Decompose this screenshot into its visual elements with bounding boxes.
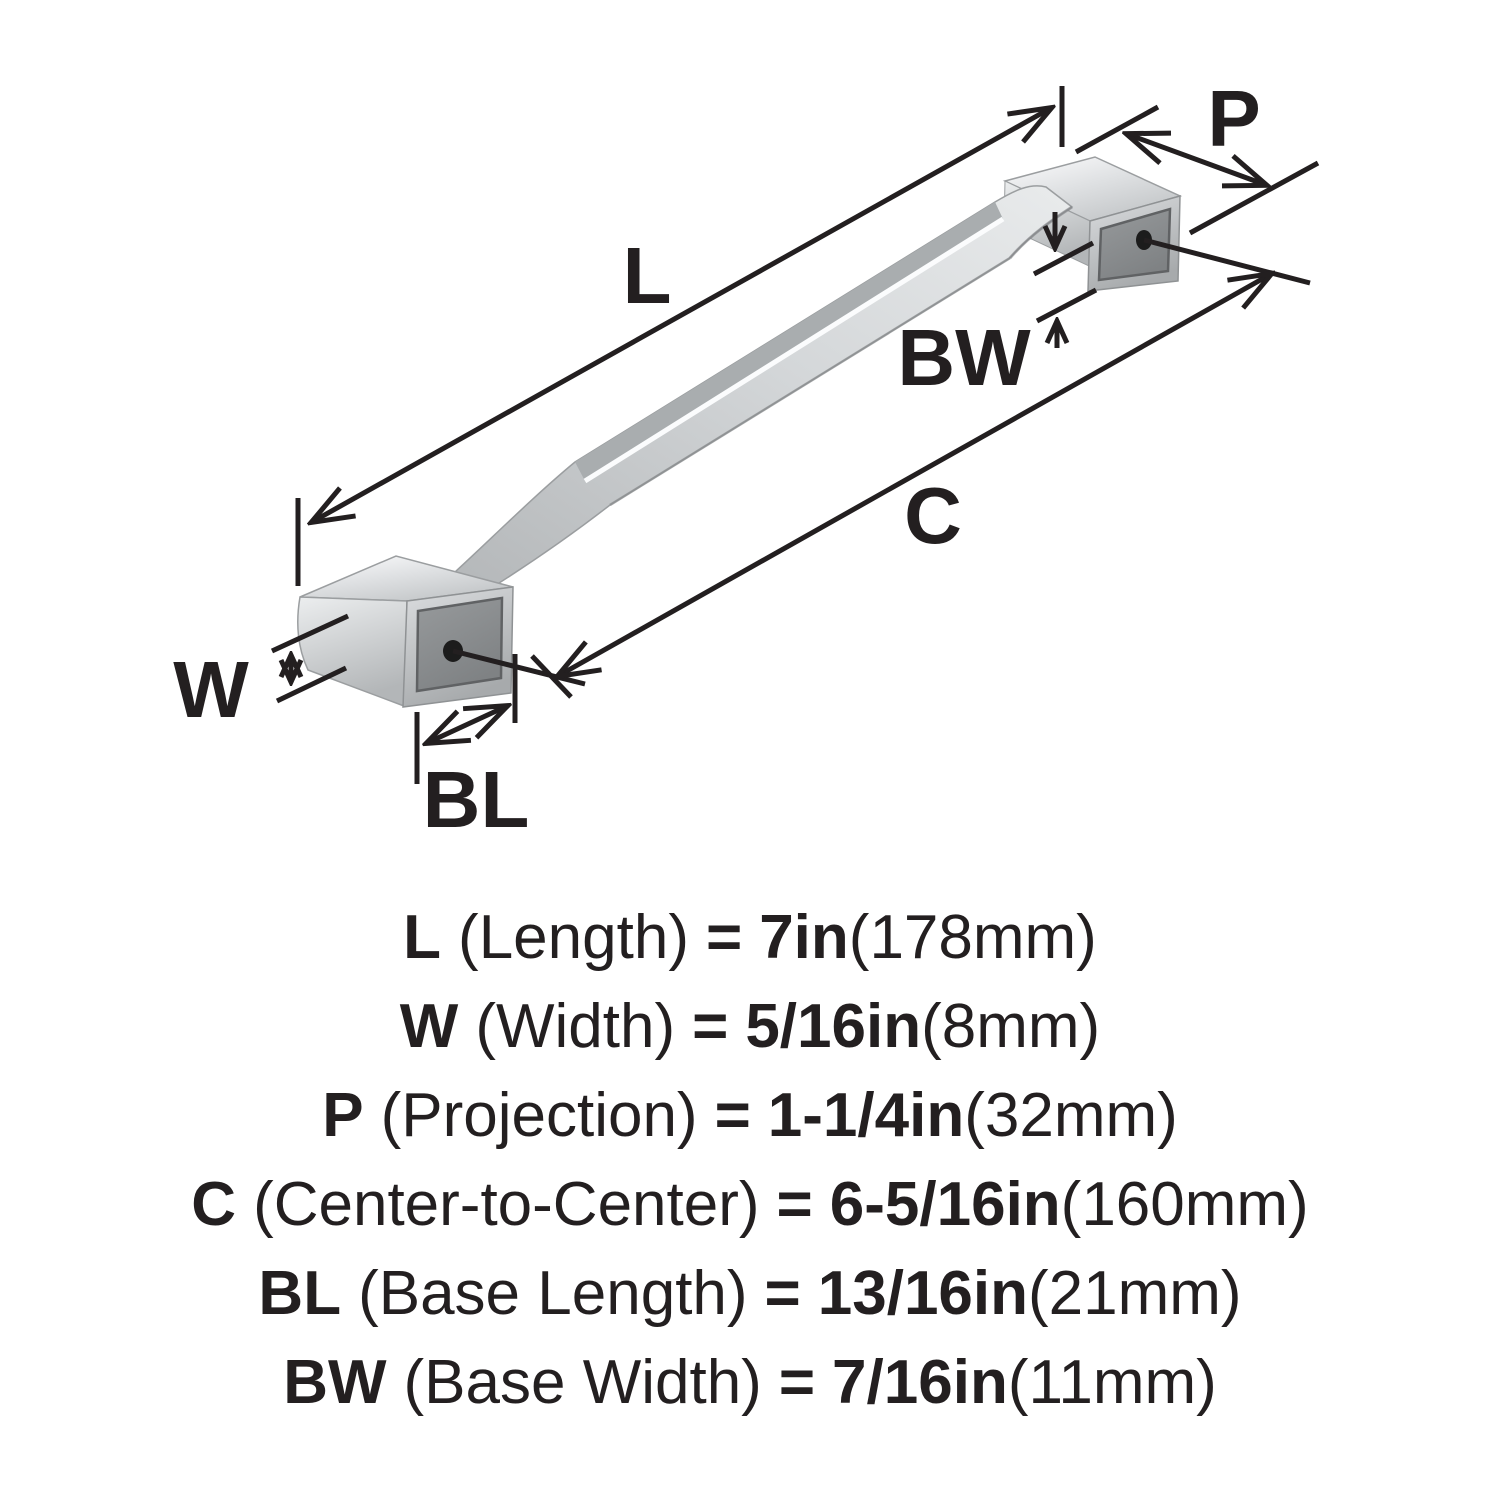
dimension-C — [452, 237, 1311, 699]
W-tick-top — [270, 613, 350, 654]
dim-value-imperial: 1-1/4in — [767, 1081, 965, 1150]
dim-symbol: C — [191, 1170, 237, 1239]
dim-value-metric: (160mm) — [1060, 1170, 1309, 1239]
dimension-BW — [1032, 212, 1098, 348]
equals-sign: = — [692, 992, 729, 1061]
label-L: L — [623, 231, 672, 320]
dim-value-imperial: 6-5/16in — [829, 1170, 1061, 1239]
equals-sign: = — [764, 1259, 801, 1328]
dim-name: (Width) — [475, 992, 676, 1061]
dim-value-metric: (8mm) — [921, 992, 1101, 1061]
dim-symbol: W — [399, 992, 459, 1061]
dim-name: (Base Length) — [358, 1259, 748, 1328]
BW-tick-top — [1032, 240, 1095, 277]
dim-name: (Projection) — [380, 1081, 698, 1150]
label-P: P — [1207, 74, 1260, 163]
C-leader-right-hole — [1143, 237, 1311, 286]
W-tick-bottom — [275, 665, 348, 704]
BW-tick-bottom — [1035, 287, 1098, 324]
handle-left-base — [297, 555, 514, 708]
P-extension-left — [1074, 104, 1160, 155]
spec-line-base-width: BW (Base Width) = 7/16in (11mm) — [283, 1338, 1217, 1427]
dim-value-metric: (11mm) — [1007, 1348, 1217, 1417]
dim-value-metric: (32mm) — [964, 1081, 1178, 1150]
dim-value-metric: (178mm) — [848, 903, 1097, 972]
dimension-W — [270, 613, 350, 704]
dim-value-imperial: 13/16in — [817, 1259, 1029, 1328]
spec-line-length: L (Length) = 7in (178mm) — [403, 893, 1097, 982]
dim-value-imperial: 7in — [759, 903, 849, 972]
dim-symbol: P — [322, 1081, 364, 1150]
label-W: W — [173, 645, 249, 734]
dim-symbol: BW — [283, 1348, 387, 1417]
dim-name: (Center-to-Center) — [253, 1170, 760, 1239]
handle-illustration — [297, 156, 1183, 708]
label-BL: BL — [423, 755, 530, 844]
dim-symbol: L — [403, 903, 442, 972]
spec-line-projection: P (Projection) = 1-1/4in (32mm) — [322, 1071, 1178, 1160]
BL-dimension-line — [427, 706, 507, 743]
C-dimension-line — [558, 274, 1271, 676]
spec-line-width: W (Width) = 5/16in (8mm) — [400, 982, 1100, 1071]
dimension-spec-list: L (Length) = 7in (178mm) W (Width) = 5/1… — [0, 893, 1500, 1427]
handle-diagram-canvas: L P BW C W BL — [173, 74, 1320, 844]
dim-symbol: BL — [258, 1259, 342, 1328]
equals-sign: = — [705, 903, 743, 972]
dim-value-metric: (21mm) — [1028, 1259, 1242, 1328]
left-base-outer-face — [297, 596, 408, 708]
dim-value-imperial: 7/16in — [832, 1348, 1008, 1417]
spec-line-base-length: BL (Base Length) = 13/16in (21mm) — [258, 1249, 1241, 1338]
equals-sign: = — [776, 1170, 813, 1239]
dim-value-imperial: 5/16in — [745, 992, 922, 1061]
dimension-BL — [414, 654, 518, 784]
equals-sign: = — [778, 1348, 816, 1417]
dimension-P — [1074, 104, 1320, 236]
dimension-lines — [270, 86, 1320, 784]
P-dimension-line — [1127, 134, 1266, 185]
label-C: C — [904, 471, 962, 560]
dim-name: (Length) — [458, 903, 689, 972]
dim-name: (Base Width) — [403, 1348, 762, 1417]
label-BW: BW — [897, 313, 1031, 402]
P-extension-right — [1188, 160, 1320, 236]
spec-line-center-to-center: C (Center-to-Center) = 6-5/16in (160mm) — [191, 1160, 1308, 1249]
equals-sign: = — [714, 1081, 751, 1150]
dimension-labels: L P BW C W BL — [173, 74, 1260, 844]
